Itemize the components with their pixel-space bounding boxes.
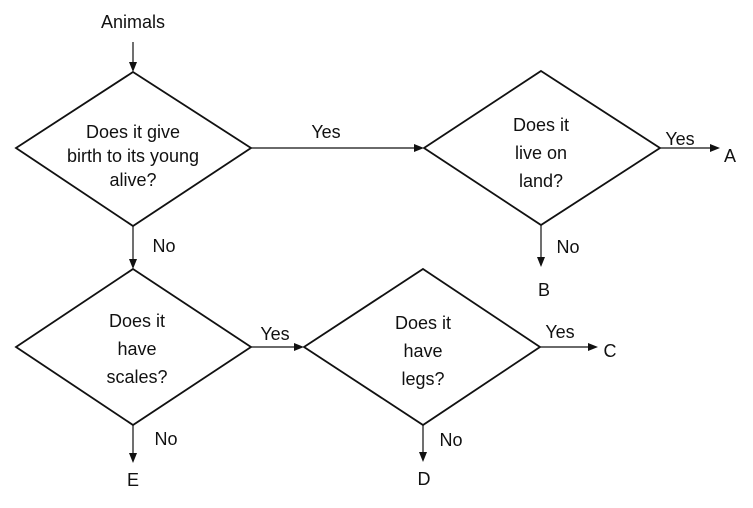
birth-no-label: No xyxy=(152,236,175,256)
outcome-e: E xyxy=(127,470,139,490)
scales-no-arrow-head xyxy=(129,453,137,463)
scales-yes-label: Yes xyxy=(260,324,289,344)
land-yes-arrow-head xyxy=(710,144,720,152)
decision-birth-line-1: Does it give xyxy=(86,122,180,142)
outcome-b: B xyxy=(538,280,550,300)
start-arrow-head xyxy=(129,62,137,72)
decision-legs-line-1: Does it xyxy=(395,313,451,333)
birth-yes-label: Yes xyxy=(311,122,340,142)
birth-no-arrow-head xyxy=(129,259,137,269)
outcome-c: C xyxy=(604,341,617,361)
legs-yes-label: Yes xyxy=(545,322,574,342)
outcome-d: D xyxy=(418,469,431,489)
scales-yes-arrow-head xyxy=(294,343,304,351)
start-label: Animals xyxy=(101,12,165,32)
legs-no-label: No xyxy=(439,430,462,450)
legs-yes-arrow-head xyxy=(588,343,598,351)
decision-scales-line-1: Does it xyxy=(109,311,165,331)
decision-legs-line-3: legs? xyxy=(401,369,444,389)
decision-land-line-1: Does it xyxy=(513,115,569,135)
land-yes-label: Yes xyxy=(665,129,694,149)
scales-no-label: No xyxy=(154,429,177,449)
decision-scales-line-2: have xyxy=(117,339,156,359)
birth-yes-arrow-head xyxy=(414,144,424,152)
legs-no-arrow-head xyxy=(419,452,427,462)
decision-land-line-3: land? xyxy=(519,171,563,191)
outcome-a: A xyxy=(724,146,736,166)
decision-scales-line-3: scales? xyxy=(106,367,167,387)
decision-land-line-2: live on xyxy=(515,143,567,163)
land-no-label: No xyxy=(556,237,579,257)
land-no-arrow-head xyxy=(537,257,545,267)
decision-birth-line-2: birth to its young xyxy=(67,146,199,166)
decision-legs-line-2: have xyxy=(403,341,442,361)
decision-birth-line-3: alive? xyxy=(109,170,156,190)
